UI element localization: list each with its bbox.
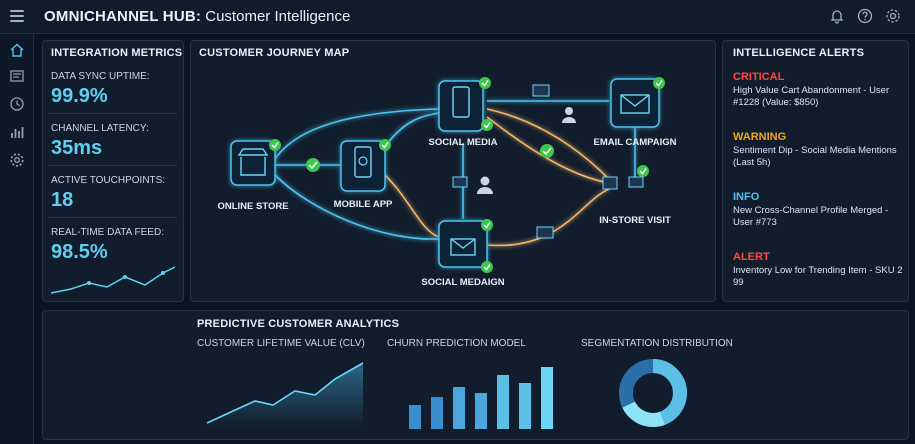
bell-icon[interactable] xyxy=(829,8,845,24)
social-media-node xyxy=(438,80,484,132)
donut-segment xyxy=(619,359,687,427)
alert-text: Sentiment Dip - Social Media Mentions (L… xyxy=(733,145,897,168)
social-medaign-node xyxy=(438,220,488,268)
sidebar xyxy=(0,34,34,444)
segmentation-chart-title: SEGMENTATION DISTRIBUTION xyxy=(581,338,733,349)
integration-metrics-panel: INTEGRATION METRICS DATA SYNC UPTIME: 99… xyxy=(42,40,184,302)
segmentation-donut xyxy=(619,359,687,427)
clv-chart xyxy=(206,362,364,427)
churn-bar xyxy=(475,393,487,429)
churn-chart xyxy=(409,367,553,429)
alert-level: CRITICAL xyxy=(733,71,785,83)
panel-title: PREDICTIVE CUSTOMER ANALYTICS xyxy=(197,318,400,330)
alert-alert[interactable]: ALERT Inventory Low for Trending Item - … xyxy=(733,251,908,289)
divider xyxy=(49,113,177,114)
churn-bar xyxy=(453,387,465,429)
alert-text: New Cross-Channel Profile Merged - User … xyxy=(733,205,889,228)
alert-level: WARNING xyxy=(733,131,787,143)
metric-value: 18 xyxy=(51,189,74,211)
intelligence-alerts-panel: INTELLIGENCE ALERTS CRITICAL High Value … xyxy=(722,40,909,302)
social-medaign-label: SOCIAL MEDAIGN xyxy=(421,277,505,288)
metric-value: 98.5% xyxy=(51,241,108,263)
metric-label: ACTIVE TOUCHPOINTS: xyxy=(51,175,166,186)
panel-title: CUSTOMER JOURNEY MAP xyxy=(199,47,350,59)
panel-title: INTELLIGENCE ALERTS xyxy=(733,47,865,59)
online-store-label: ONLINE STORE xyxy=(217,201,289,212)
settings-icon[interactable] xyxy=(885,8,901,24)
metric-value: 35ms xyxy=(51,137,103,159)
online-store-node xyxy=(230,140,276,186)
churn-bar xyxy=(497,375,509,429)
clv-chart-title: CUSTOMER LIFETIME VALUE (CLV) xyxy=(197,338,365,349)
mobile-app-node xyxy=(340,140,386,192)
social-media-label: SOCIAL MEDIA xyxy=(428,137,498,148)
email-campaign-label: EMAIL CAMPAIGN xyxy=(593,137,677,148)
mobile-app-label: MOBILE APP xyxy=(333,199,393,210)
menu-icon[interactable] xyxy=(10,10,24,22)
metric-label: DATA SYNC UPTIME: xyxy=(51,71,150,82)
divider xyxy=(49,165,177,166)
churn-bar xyxy=(431,397,443,429)
help-icon[interactable] xyxy=(857,8,873,24)
predictive-analytics-panel: PREDICTIVE CUSTOMER ANALYTICS CUSTOMER L… xyxy=(42,310,909,440)
alert-text: High Value Cart Abandonment - User #1228… xyxy=(733,85,890,108)
top-bar: OMNICHANNEL HUB: Customer Intelligence xyxy=(0,0,915,34)
metric-label: CHANNEL LATENCY: xyxy=(51,123,149,134)
app-title: OMNICHANNEL HUB: Customer Intelligence xyxy=(44,8,351,25)
churn-chart-title: CHURN PREDICTION MODEL xyxy=(387,338,526,349)
alert-critical[interactable]: CRITICAL High Value Cart Abandonment - U… xyxy=(733,71,908,109)
churn-bar xyxy=(409,405,421,429)
home-icon[interactable] xyxy=(9,42,25,58)
bar-chart-icon[interactable] xyxy=(9,124,25,140)
clock-icon[interactable] xyxy=(9,96,25,112)
gear-icon[interactable] xyxy=(9,152,25,168)
in-store-visit-label: IN-STORE VISIT xyxy=(599,215,671,226)
churn-bar xyxy=(541,367,553,429)
data-feed-sparkline xyxy=(50,266,176,294)
panel-title: INTEGRATION METRICS xyxy=(51,47,183,59)
alert-info[interactable]: INFO New Cross-Channel Profile Merged - … xyxy=(733,191,908,229)
metric-value: 99.9% xyxy=(51,85,108,107)
email-campaign-node xyxy=(610,78,660,128)
alert-level: ALERT xyxy=(733,251,770,263)
customer-journey-panel: CUSTOMER JOURNEY MAP xyxy=(190,40,716,302)
metric-label: REAL-TIME DATA FEED: xyxy=(51,227,164,238)
alert-level: INFO xyxy=(733,191,760,203)
divider xyxy=(49,217,177,218)
dashboard-icon[interactable] xyxy=(9,68,25,84)
churn-bar xyxy=(519,383,531,429)
journey-map xyxy=(230,77,665,273)
alert-text: Inventory Low for Trending Item - SKU 2 … xyxy=(733,265,903,288)
donut-segment xyxy=(619,359,687,427)
alert-warning[interactable]: WARNING Sentiment Dip - Social Media Men… xyxy=(733,131,908,169)
